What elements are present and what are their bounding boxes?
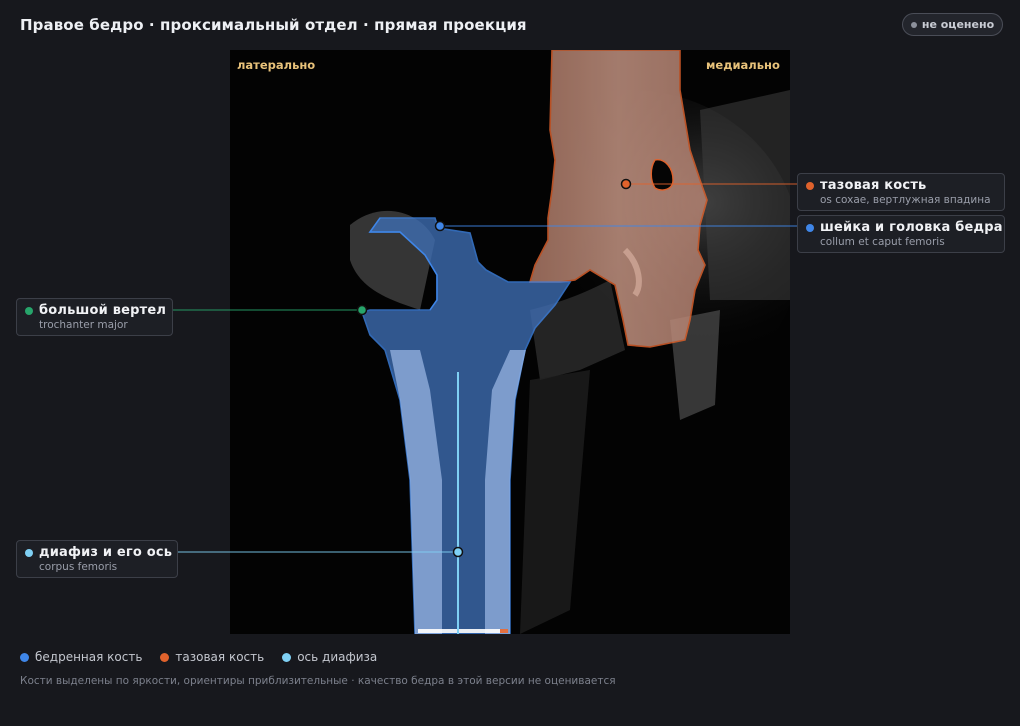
orientation-lateral-label: латерально <box>237 58 316 72</box>
xray-viewer[interactable] <box>230 50 790 634</box>
callout-neck-head-latin: collum et caput femoris <box>820 236 945 248</box>
legend-item-femur: бедренная кость <box>20 650 142 664</box>
shaft-color-dot <box>25 549 33 557</box>
callout-pelvis-name: тазовая кость <box>820 178 927 193</box>
callout-neck-head[interactable]: шейка и головка бедра collum et caput fe… <box>797 215 1005 253</box>
status-dot-icon <box>910 21 917 28</box>
callout-greater-trochanter-name: большой вертел <box>39 303 167 318</box>
callout-pelvis-latin: os coxae, вертлужная впадина <box>820 194 991 206</box>
legend-item-shaft-axis: ось диафиза <box>282 650 377 664</box>
legend-label: тазовая кость <box>175 650 265 664</box>
callout-shaft-name: диафиз и его ось <box>39 545 173 560</box>
legend-label: ось диафиза <box>297 650 378 664</box>
legend: бедренная кость тазовая кость ось диафиз… <box>20 650 377 664</box>
status-label: не оценено <box>921 18 995 31</box>
callout-greater-trochanter-latin: trochanter major <box>39 319 128 331</box>
page-title: Правое бедро · проксимальный отдел · пря… <box>20 16 527 34</box>
pelvis-color-dot <box>806 182 814 190</box>
legend-label: бедренная кость <box>35 650 143 664</box>
callout-neck-head-name: шейка и головка бедра <box>820 220 1003 235</box>
footnote: Кости выделены по яркости, ориентиры при… <box>20 675 616 687</box>
pelvis-region <box>528 50 708 348</box>
legend-item-pelvis: тазовая кость <box>160 650 264 664</box>
xray-image <box>230 50 790 634</box>
callout-pelvis[interactable]: тазовая кость os coxae, вертлужная впади… <box>797 173 1005 211</box>
neck-head-color-dot <box>806 224 814 232</box>
greater-trochanter-color-dot <box>25 307 33 315</box>
orientation-medial-label: медиально <box>706 58 780 72</box>
callout-shaft[interactable]: диафиз и его ось corpus femoris <box>16 540 178 578</box>
callout-shaft-latin: corpus femoris <box>39 561 118 573</box>
callout-greater-trochanter[interactable]: большой вертел trochanter major <box>16 298 173 336</box>
legend-dot-icon <box>282 652 292 662</box>
legend-dot-icon <box>160 652 170 662</box>
status-badge[interactable]: не оценено <box>902 13 1003 36</box>
legend-dot-icon <box>20 652 29 662</box>
